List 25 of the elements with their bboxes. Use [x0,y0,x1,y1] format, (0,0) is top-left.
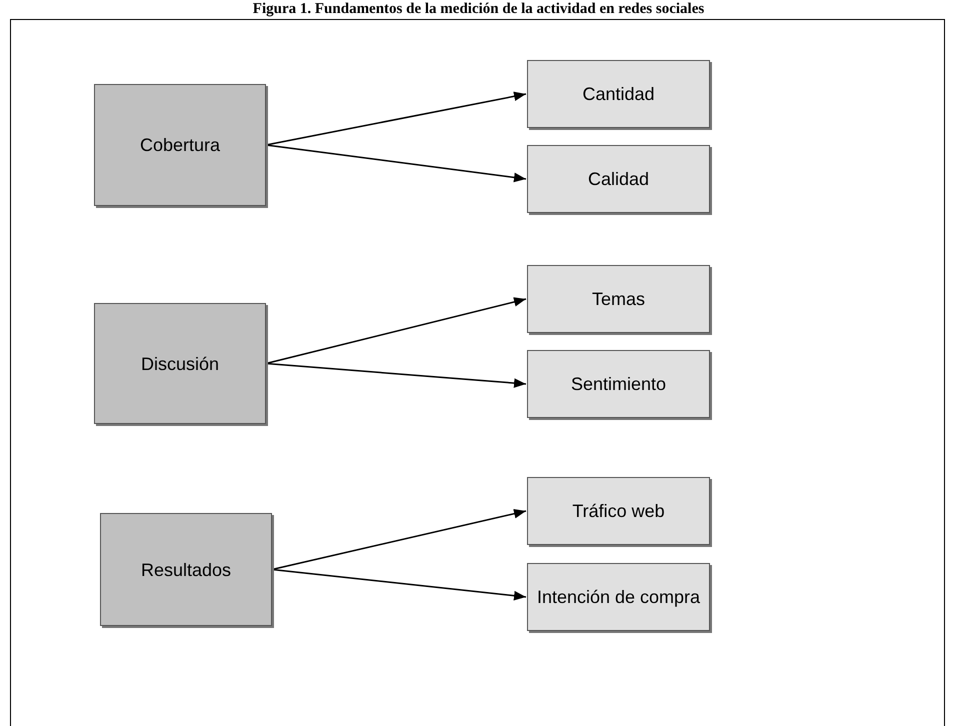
figure-title: Figura 1. Fundamentos de la medición de la actividad en redes sociales [252,0,706,18]
category-box [100,513,272,626]
box-label: Resultados [140,558,232,582]
box-label: Discusión [140,352,220,376]
box-label: Calidad [588,168,650,191]
category-box [94,303,266,424]
metric-box [527,60,710,128]
arrow [266,297,526,364]
box-label: Intención de compra [536,586,700,609]
box-label: Sentimiento [570,373,666,396]
metric-box [527,265,710,333]
arrow [272,568,526,600]
metric-box [527,563,710,631]
arrow [266,362,526,388]
box-label: Cantidad [582,83,655,106]
box-label: Temas [592,288,645,311]
metric-box [527,350,710,418]
metric-box [527,145,710,213]
box-label: Tráfico web [572,500,665,523]
arrow [266,92,526,146]
arrow [266,144,526,182]
box-label: Cobertura [140,134,220,157]
metric-box [527,477,710,545]
category-box [94,84,266,206]
arrow [272,509,526,570]
